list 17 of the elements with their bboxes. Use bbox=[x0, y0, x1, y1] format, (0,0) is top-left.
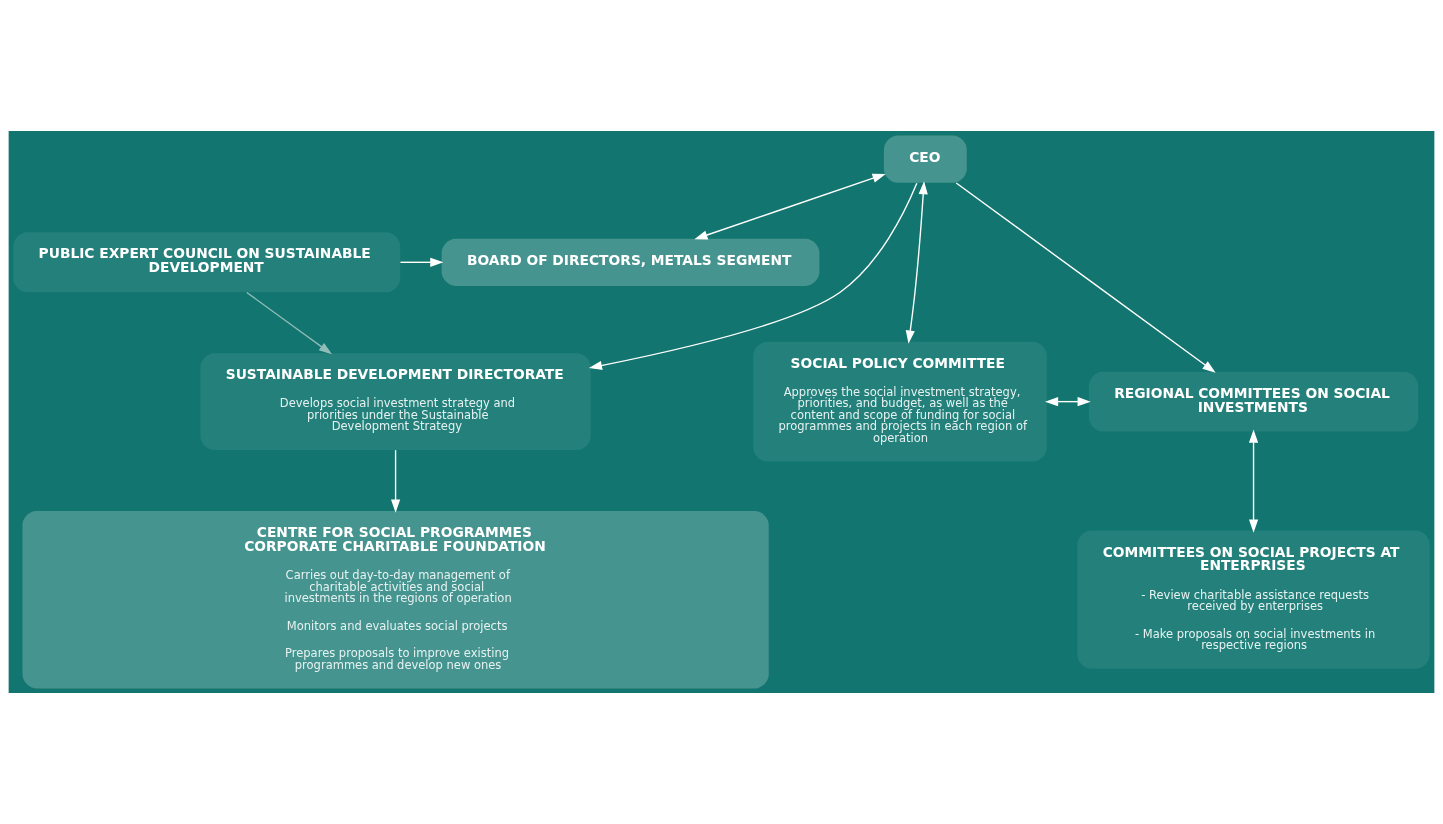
node-box: SUSTAINABLE DEVELOPMENT DIRECTORATE Develops social investment strategy and priorities under the Sustainable Development Strategy bbox=[200, 353, 591, 450]
node-box: SOCIAL POLICY COMMITTEE Approves the social investment strategy, priorities, and budget, as well as the content and scope of funding for social programmes and projects in each region of operation bbox=[753, 341, 1047, 462]
arrow bbox=[1045, 397, 1091, 407]
node-box: COMMITTEES ON SOCIAL PROJECTS AT ENTERPRISES - Review charitable assistance requests received by enterprises - Make proposals on social investments in respective regions bbox=[1077, 530, 1430, 669]
node-box: CEO bbox=[883, 135, 967, 183]
arrow bbox=[246, 291, 332, 355]
node-box: REGIONAL COMMITTEES ON SOCIAL INVESTMENTS bbox=[1088, 371, 1419, 432]
arrow bbox=[588, 182, 918, 370]
arrow bbox=[399, 257, 444, 267]
node-box: BOARD OF DIRECTORS, METALS SEGMENT bbox=[441, 238, 820, 286]
arrow bbox=[1248, 429, 1259, 533]
arrow bbox=[905, 181, 928, 344]
node-box: PUBLIC EXPERT COUNCIL ON SUSTAINABLE DEVELOPMENT bbox=[13, 232, 401, 293]
arrow bbox=[694, 173, 886, 240]
node-box: CENTRE FOR SOCIAL PROGRAMMES CORPORATE CHARITABLE FOUNDATION Carries out day-to-day management of charitable activities and social investments in the regions of operation Monitors and evaluates social projects Prepares proposals to improve existing programmes and develop new ones bbox=[22, 511, 769, 689]
arrow bbox=[391, 449, 401, 513]
arrow bbox=[955, 182, 1216, 373]
